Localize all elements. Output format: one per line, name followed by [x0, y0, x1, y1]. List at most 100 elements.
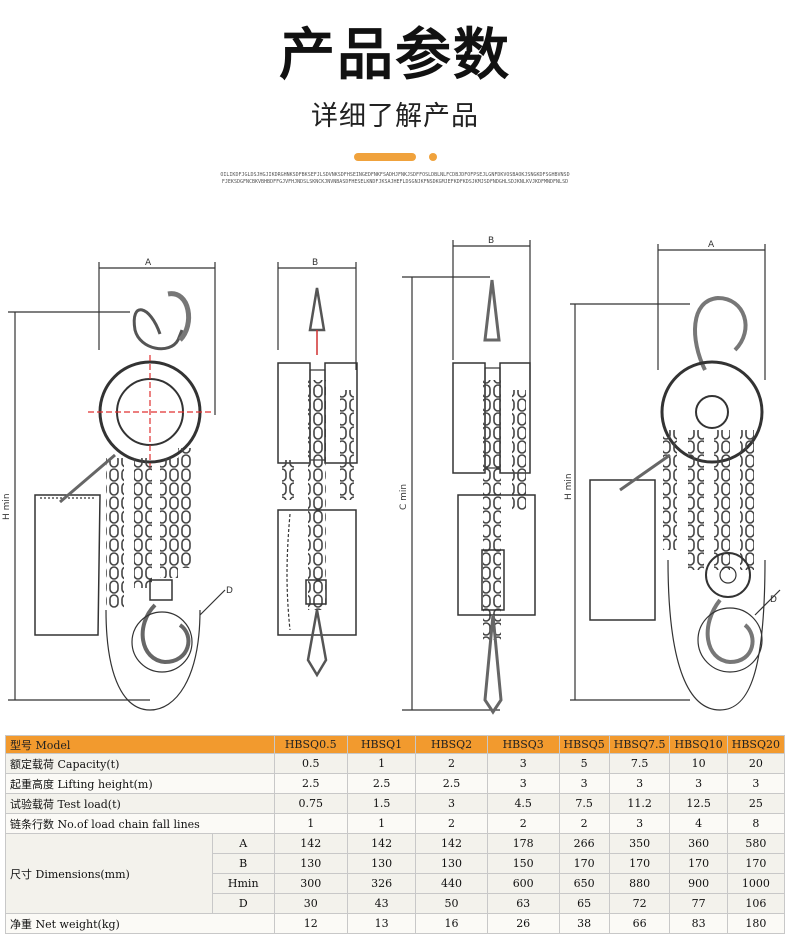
table-cell: 350	[608, 833, 671, 854]
table-cell: 326	[346, 873, 417, 894]
header-cell: HBSQ2	[415, 735, 488, 754]
decorative-dot	[429, 153, 437, 161]
table-cell: 106	[726, 893, 786, 914]
table-cell: 30	[273, 893, 348, 914]
table-row: 额定载荷 Capacity(t) 0.5 1 2 3 5 7.5 10 20	[5, 753, 786, 774]
table-cell: 650	[558, 873, 610, 894]
table-cell: 3	[486, 753, 560, 774]
header-model: 型号 Model	[5, 735, 275, 754]
table-cell: 5	[558, 753, 610, 774]
sub-label: A	[211, 833, 275, 854]
page-title: 产品参数	[279, 23, 511, 88]
table-cell: 180	[726, 913, 786, 934]
table-cell: 2	[415, 753, 488, 774]
hoist-front-view-large	[570, 244, 781, 711]
header-cell: HBSQ10	[669, 735, 728, 754]
table-cell: 170	[726, 853, 786, 874]
table-cell: 3	[415, 793, 488, 814]
sub-label: B	[211, 853, 275, 874]
table-cell: 130	[415, 853, 488, 874]
dim-label-d-2: D	[770, 595, 777, 605]
table-cell: 12	[273, 913, 348, 934]
hoist-technical-drawings: A H min D B B C min	[2, 236, 781, 715]
table-cell: 10	[669, 753, 728, 774]
sub-label: Hmin	[211, 873, 275, 894]
table-cell: 7.5	[558, 793, 610, 814]
table-cell: 4.5	[486, 793, 560, 814]
table-cell: 170	[558, 853, 610, 874]
dim-label-c: C min	[399, 484, 409, 510]
table-cell: 600	[486, 873, 560, 894]
table-cell: 1.5	[346, 793, 417, 814]
table-cell: 7.5	[608, 753, 671, 774]
table-cell: 20	[726, 753, 786, 774]
dim-label-h-2: H min	[564, 473, 574, 500]
table-cell: 83	[669, 913, 728, 934]
dim-label-a: A	[145, 258, 152, 268]
table-cell: 150	[486, 853, 560, 874]
table-cell: 178	[486, 833, 560, 854]
table-cell: 440	[415, 873, 488, 894]
table-row: 尺寸 Dimensions(mm) A 142 142 142 178 266 …	[5, 833, 786, 914]
table-row: B 130 130 130 150 170 170 170 170	[6, 853, 786, 874]
header-cell: HBSQ3	[486, 735, 560, 754]
table-cell: 142	[273, 833, 348, 854]
table-cell: 16	[415, 913, 488, 934]
header-cell: HBSQ7.5	[608, 735, 671, 754]
header-cell: HBSQ0.5	[273, 735, 348, 754]
dim-label-h: H min	[2, 493, 12, 520]
table-cell: 1	[346, 753, 417, 774]
table-cell: 3	[726, 773, 786, 794]
header-cell: HBSQ1	[346, 735, 417, 754]
table-cell: 0.75	[273, 793, 348, 814]
table-cell: 2	[486, 813, 560, 834]
spec-table: 型号 Model HBSQ0.5 HBSQ1 HBSQ2 HBSQ3 HBSQ5…	[5, 735, 786, 934]
table-cell: 300	[273, 873, 348, 894]
row-label: 链条行数 No.of load chain fall lines	[5, 813, 275, 834]
table-row: Hmin 300 326 440 600 650 880 900 1000	[6, 873, 786, 894]
table-cell: 266	[558, 833, 610, 854]
table-cell: 8	[726, 813, 786, 834]
hoist-side-view-large	[402, 240, 536, 715]
dim-label-b-2: B	[488, 236, 494, 246]
table-cell: 26	[486, 913, 560, 934]
sub-label: D	[211, 893, 275, 914]
table-cell: 12.5	[669, 793, 728, 814]
table-cell: 43	[346, 893, 417, 914]
table-cell: 3	[608, 773, 671, 794]
table-cell: 2.5	[273, 773, 348, 794]
table-cell: 3	[669, 773, 728, 794]
hoist-side-view	[277, 262, 358, 678]
row-label: 净重 Net weight(kg)	[5, 913, 275, 934]
table-cell: 63	[486, 893, 560, 914]
table-cell: 1	[273, 813, 348, 834]
fine-print-text: OILIKDFJGLDSJHGJIKDRGHNKSDFBKSEFJLSDVNKS…	[220, 172, 570, 185]
table-cell: 170	[608, 853, 671, 874]
row-label: 试验载荷 Test load(t)	[5, 793, 275, 814]
dimensions-label: 尺寸 Dimensions(mm)	[5, 833, 213, 914]
table-cell: 3	[608, 813, 671, 834]
table-cell: 13	[346, 913, 417, 934]
table-cell: 2.5	[346, 773, 417, 794]
table-cell: 65	[558, 893, 610, 914]
table-cell: 38	[558, 913, 610, 934]
header-cell: HBSQ5	[558, 735, 610, 754]
dim-label-d: D	[226, 586, 233, 596]
table-cell: 1000	[726, 873, 786, 894]
table-cell: 142	[346, 833, 417, 854]
table-row: 试验载荷 Test load(t) 0.75 1.5 3 4.5 7.5 11.…	[5, 793, 786, 814]
table-cell: 50	[415, 893, 488, 914]
table-cell: 130	[346, 853, 417, 874]
row-label: 起重高度 Lifting height(m)	[5, 773, 275, 794]
table-cell: 1	[346, 813, 417, 834]
table-cell: 0.5	[273, 753, 348, 774]
table-row: 链条行数 No.of load chain fall lines 1 1 2 2…	[5, 813, 786, 834]
table-cell: 25	[726, 793, 786, 814]
table-row: 净重 Net weight(kg) 12 13 16 26 38 66 83 1…	[5, 913, 786, 934]
table-cell: 3	[486, 773, 560, 794]
dim-label-a-2: A	[708, 240, 715, 250]
row-label: 额定载荷 Capacity(t)	[5, 753, 275, 774]
table-cell: 66	[608, 913, 671, 934]
table-cell: 170	[669, 853, 728, 874]
table-cell: 72	[608, 893, 671, 914]
